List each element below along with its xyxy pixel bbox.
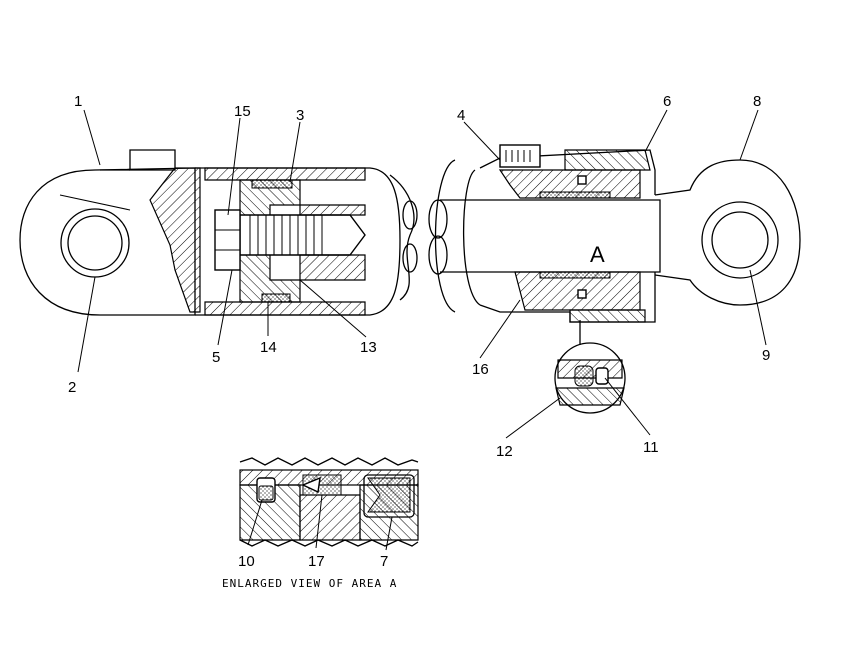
head-pin-bore-inner [67,215,123,271]
callout-4: 4 [457,107,465,124]
callout-5: 5 [212,349,220,366]
head-end-assembly [19,149,418,316]
head-body-section [149,167,201,313]
enlarged-view-caption: ENLARGED VIEW OF AREA A [222,577,397,590]
callout-12: 12 [496,443,513,460]
callout-14: 14 [260,339,277,356]
area-a-detail-circle [554,320,626,414]
callout-15: 15 [234,103,251,120]
callout-labels: 1 2 3 4 5 6 7 8 9 10 11 12 13 14 15 16 1… [68,93,770,570]
callout-8: 8 [753,93,761,110]
rod-pin-bore-outer [701,201,779,279]
head-pin-bore-outer [60,208,130,278]
callout-17: 17 [308,553,325,570]
callout-16: 16 [472,361,489,378]
head-eye-outline [19,167,196,316]
rod-end-assembly [428,144,801,323]
callout-3: 3 [296,107,304,124]
callout-10: 10 [238,553,255,570]
area-a-marker: A [590,242,605,267]
gland-outline [479,149,656,195]
callout-1: 1 [74,93,82,110]
rod-pin-bore-inner [711,211,769,269]
leader-lines [77,109,767,551]
callout-11: 11 [643,439,659,456]
enlarged-view-area-a [239,457,419,547]
callout-9: 9 [762,347,770,364]
callout-13: 13 [360,339,377,356]
barrel-left [195,167,401,316]
rod [440,199,661,273]
head-nut [214,209,241,271]
callout-7: 7 [380,553,388,570]
callout-6: 6 [663,93,671,110]
rod-stud [239,214,366,256]
callout-2: 2 [68,379,76,396]
rod-eye-outline [654,159,801,306]
